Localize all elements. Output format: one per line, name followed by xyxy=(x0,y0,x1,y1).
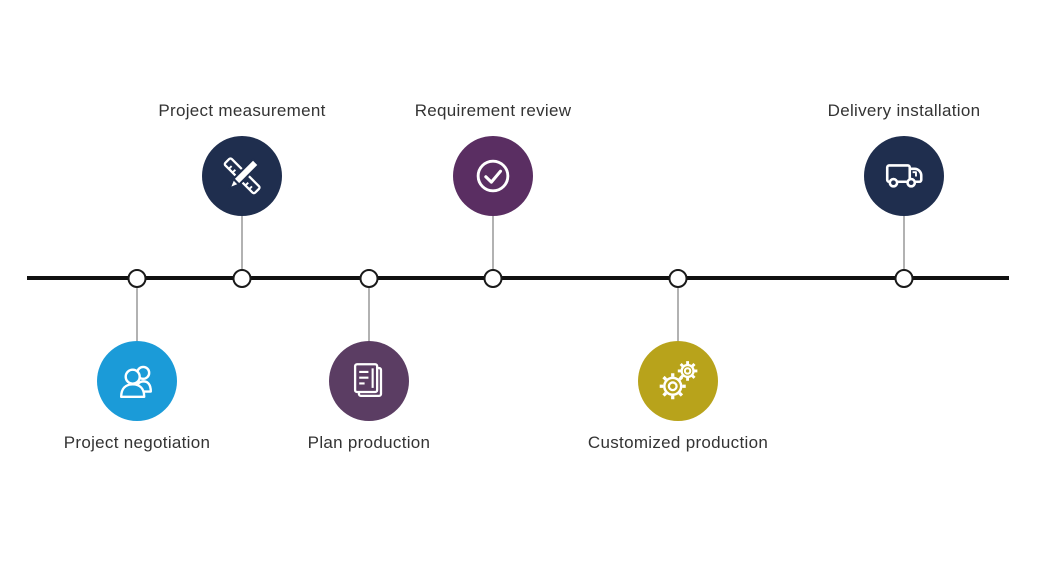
step-circle xyxy=(97,341,177,421)
step-circle xyxy=(202,136,282,216)
timeline-node xyxy=(359,269,379,288)
step-label: Project negotiation xyxy=(63,433,211,452)
step-label: Plan production xyxy=(307,433,431,452)
connector-line xyxy=(903,214,905,272)
step-label: Project measurement xyxy=(158,101,326,120)
step-circle xyxy=(638,341,718,421)
step-circle xyxy=(864,136,944,216)
connector-line xyxy=(677,286,679,343)
timeline-node xyxy=(668,269,688,288)
connector-line xyxy=(368,286,370,343)
timeline-node xyxy=(232,269,252,288)
people-icon xyxy=(119,365,152,399)
connector-line xyxy=(241,214,243,272)
timeline-node xyxy=(127,269,147,288)
step-circle xyxy=(329,341,409,421)
document-icon xyxy=(353,363,383,398)
gears-icon xyxy=(659,361,698,400)
check-circle-icon xyxy=(476,159,510,193)
timeline-node xyxy=(894,269,914,288)
step-circle xyxy=(453,136,533,216)
step-label: Delivery installation xyxy=(827,101,981,120)
step-label: Requirement review xyxy=(414,101,572,120)
ruler-pencil-icon xyxy=(223,157,261,195)
truck-icon xyxy=(885,164,923,188)
connector-line xyxy=(136,286,138,343)
timeline-axis xyxy=(27,276,1009,280)
step-label: Customized production xyxy=(587,433,769,452)
connector-line xyxy=(492,214,494,272)
timeline-node xyxy=(483,269,503,288)
